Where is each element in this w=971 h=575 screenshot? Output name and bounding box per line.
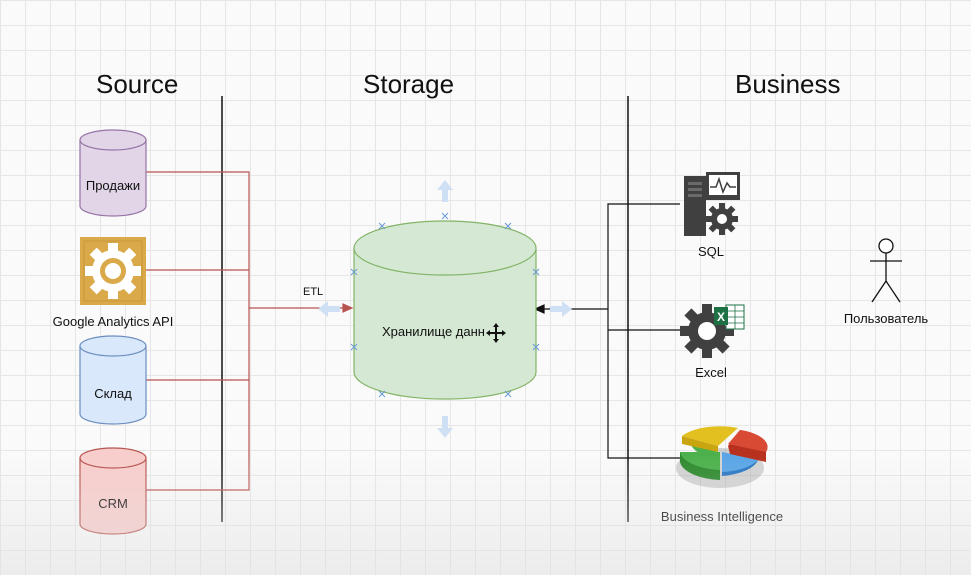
google-analytics-gear-tile[interactable] (80, 237, 146, 305)
arrow-right-icon (550, 301, 572, 317)
etl-label: ETL (303, 286, 324, 298)
move-cursor-icon (486, 323, 506, 343)
stick-figure-icon[interactable] (870, 238, 902, 303)
selection-handles[interactable] (350, 212, 540, 398)
source-cylinder-crm[interactable] (79, 447, 147, 535)
connection-point-handles (350, 212, 540, 398)
pie-chart-icon[interactable] (676, 426, 768, 488)
tool-label-excel: Excel (695, 365, 727, 380)
storage-label: Хранилище данн (382, 324, 485, 339)
heading-storage: Storage (363, 69, 455, 99)
tool-label-sql: SQL (697, 244, 724, 259)
arrow-down-icon (437, 416, 453, 438)
source-cylinder-warehouse[interactable] (79, 335, 147, 425)
source-label-crm: CRM (98, 496, 128, 511)
arrow-up-icon (437, 180, 453, 202)
source-connectors (146, 171, 354, 491)
business-connectors (533, 203, 680, 459)
user-label: Пользователь (843, 311, 929, 326)
source-label-sales: Продажи (85, 178, 141, 193)
arrow-left-icon (318, 301, 340, 317)
sql-server-icon[interactable] (684, 172, 740, 236)
gear-icon (85, 243, 141, 299)
source-label-warehouse: Склад (94, 386, 132, 401)
storage-cylinder[interactable] (353, 220, 537, 400)
tool-label-bi: Business Intelligence (660, 509, 784, 524)
source-label-google-analytics: Google Analytics API (52, 314, 174, 329)
resize-arrow-handles[interactable] (318, 180, 572, 438)
heading-source: Source (96, 69, 179, 99)
excel-gear-icon[interactable]: X (680, 304, 745, 358)
source-cylinder-sales[interactable] (79, 129, 147, 217)
heading-business: Business (735, 69, 841, 99)
svg-text:X: X (717, 310, 725, 324)
